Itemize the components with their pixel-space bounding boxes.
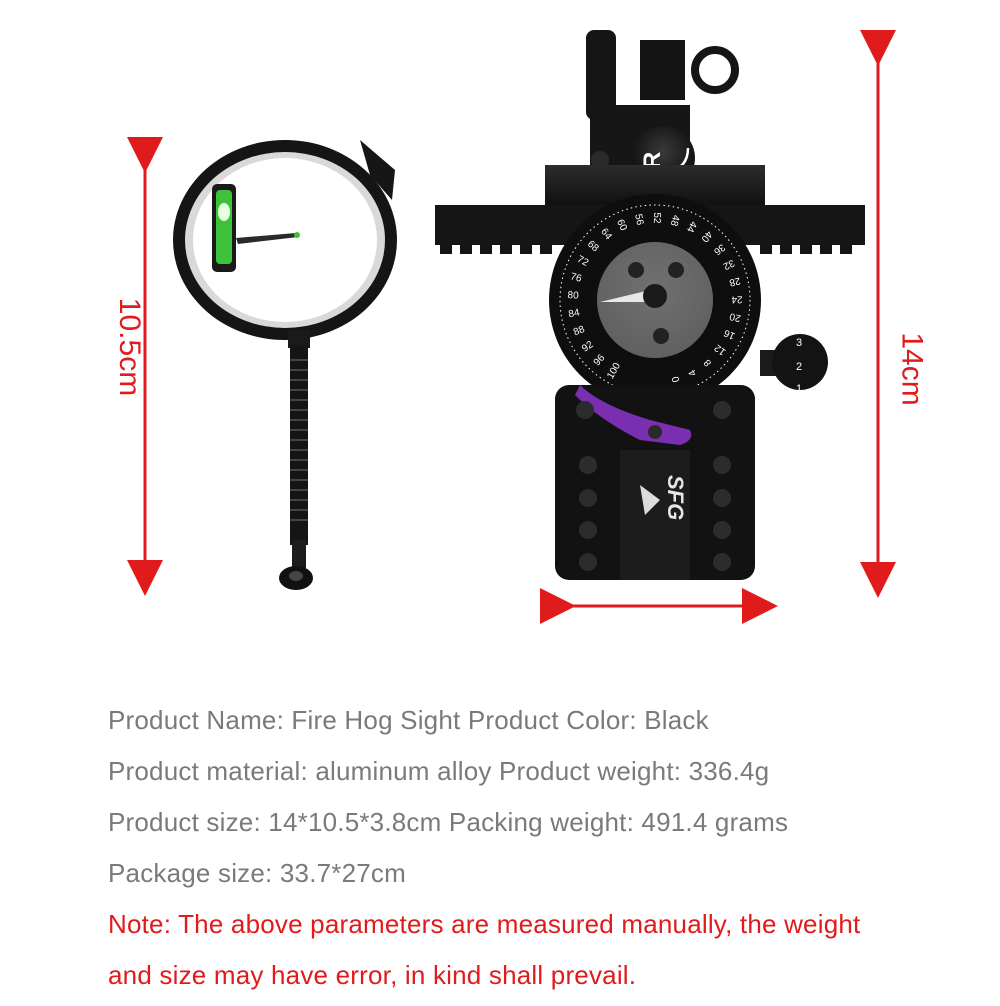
dial-number: 32 — [721, 257, 736, 272]
dial-number: 0 — [670, 375, 682, 384]
dial-number: 80 — [567, 290, 579, 302]
note-line: and size may have error, in kind shall p… — [108, 960, 637, 990]
dial-number: 84 — [568, 307, 581, 320]
dial-number: 48 — [668, 214, 681, 228]
dial-number: 76 — [569, 271, 583, 285]
threaded-rod — [290, 345, 308, 545]
dial-number: 44 — [684, 219, 699, 234]
product-specs: Product Name: Fire Hog Sight Product Col… — [108, 700, 988, 1006]
height-label-right: 14cm — [895, 332, 929, 406]
elevation-knob — [772, 334, 828, 390]
knob-digit-2: 2 — [796, 361, 802, 373]
dial-number: 52 — [651, 212, 662, 224]
dial-number: 8 — [702, 357, 714, 369]
note-line: Note: The above parameters are measured … — [108, 909, 861, 939]
dial-number: 24 — [731, 293, 743, 304]
dial-number: 88 — [572, 324, 587, 339]
spec-line: Package size: 33.7*27cm — [108, 858, 406, 888]
level-bubble — [216, 190, 232, 264]
pin-housing — [173, 140, 397, 590]
spec-line: Product material: aluminum alloy Product… — [108, 756, 770, 786]
purple-lever — [575, 385, 692, 445]
spec-line: Product Name: Fire Hog Sight Product Col… — [108, 705, 709, 735]
sfg-logo: SFG — [663, 475, 688, 520]
spec-line: Product size: 14*10.5*3.8cm Packing weig… — [108, 807, 789, 837]
dial-number: 60 — [614, 218, 629, 233]
height-label-left: 10.5cm — [113, 297, 147, 397]
knob-digit-3: 3 — [796, 337, 802, 349]
dial-number: 16 — [722, 326, 737, 341]
dial-number: 20 — [728, 310, 742, 323]
svg-text:R: R — [639, 152, 666, 169]
dial-number: 28 — [728, 275, 742, 288]
knob-digit-1: 1 — [796, 383, 802, 395]
dial-number: 56 — [632, 213, 645, 227]
dial-number: 72 — [575, 254, 590, 269]
dial-number: 4 — [687, 367, 700, 377]
